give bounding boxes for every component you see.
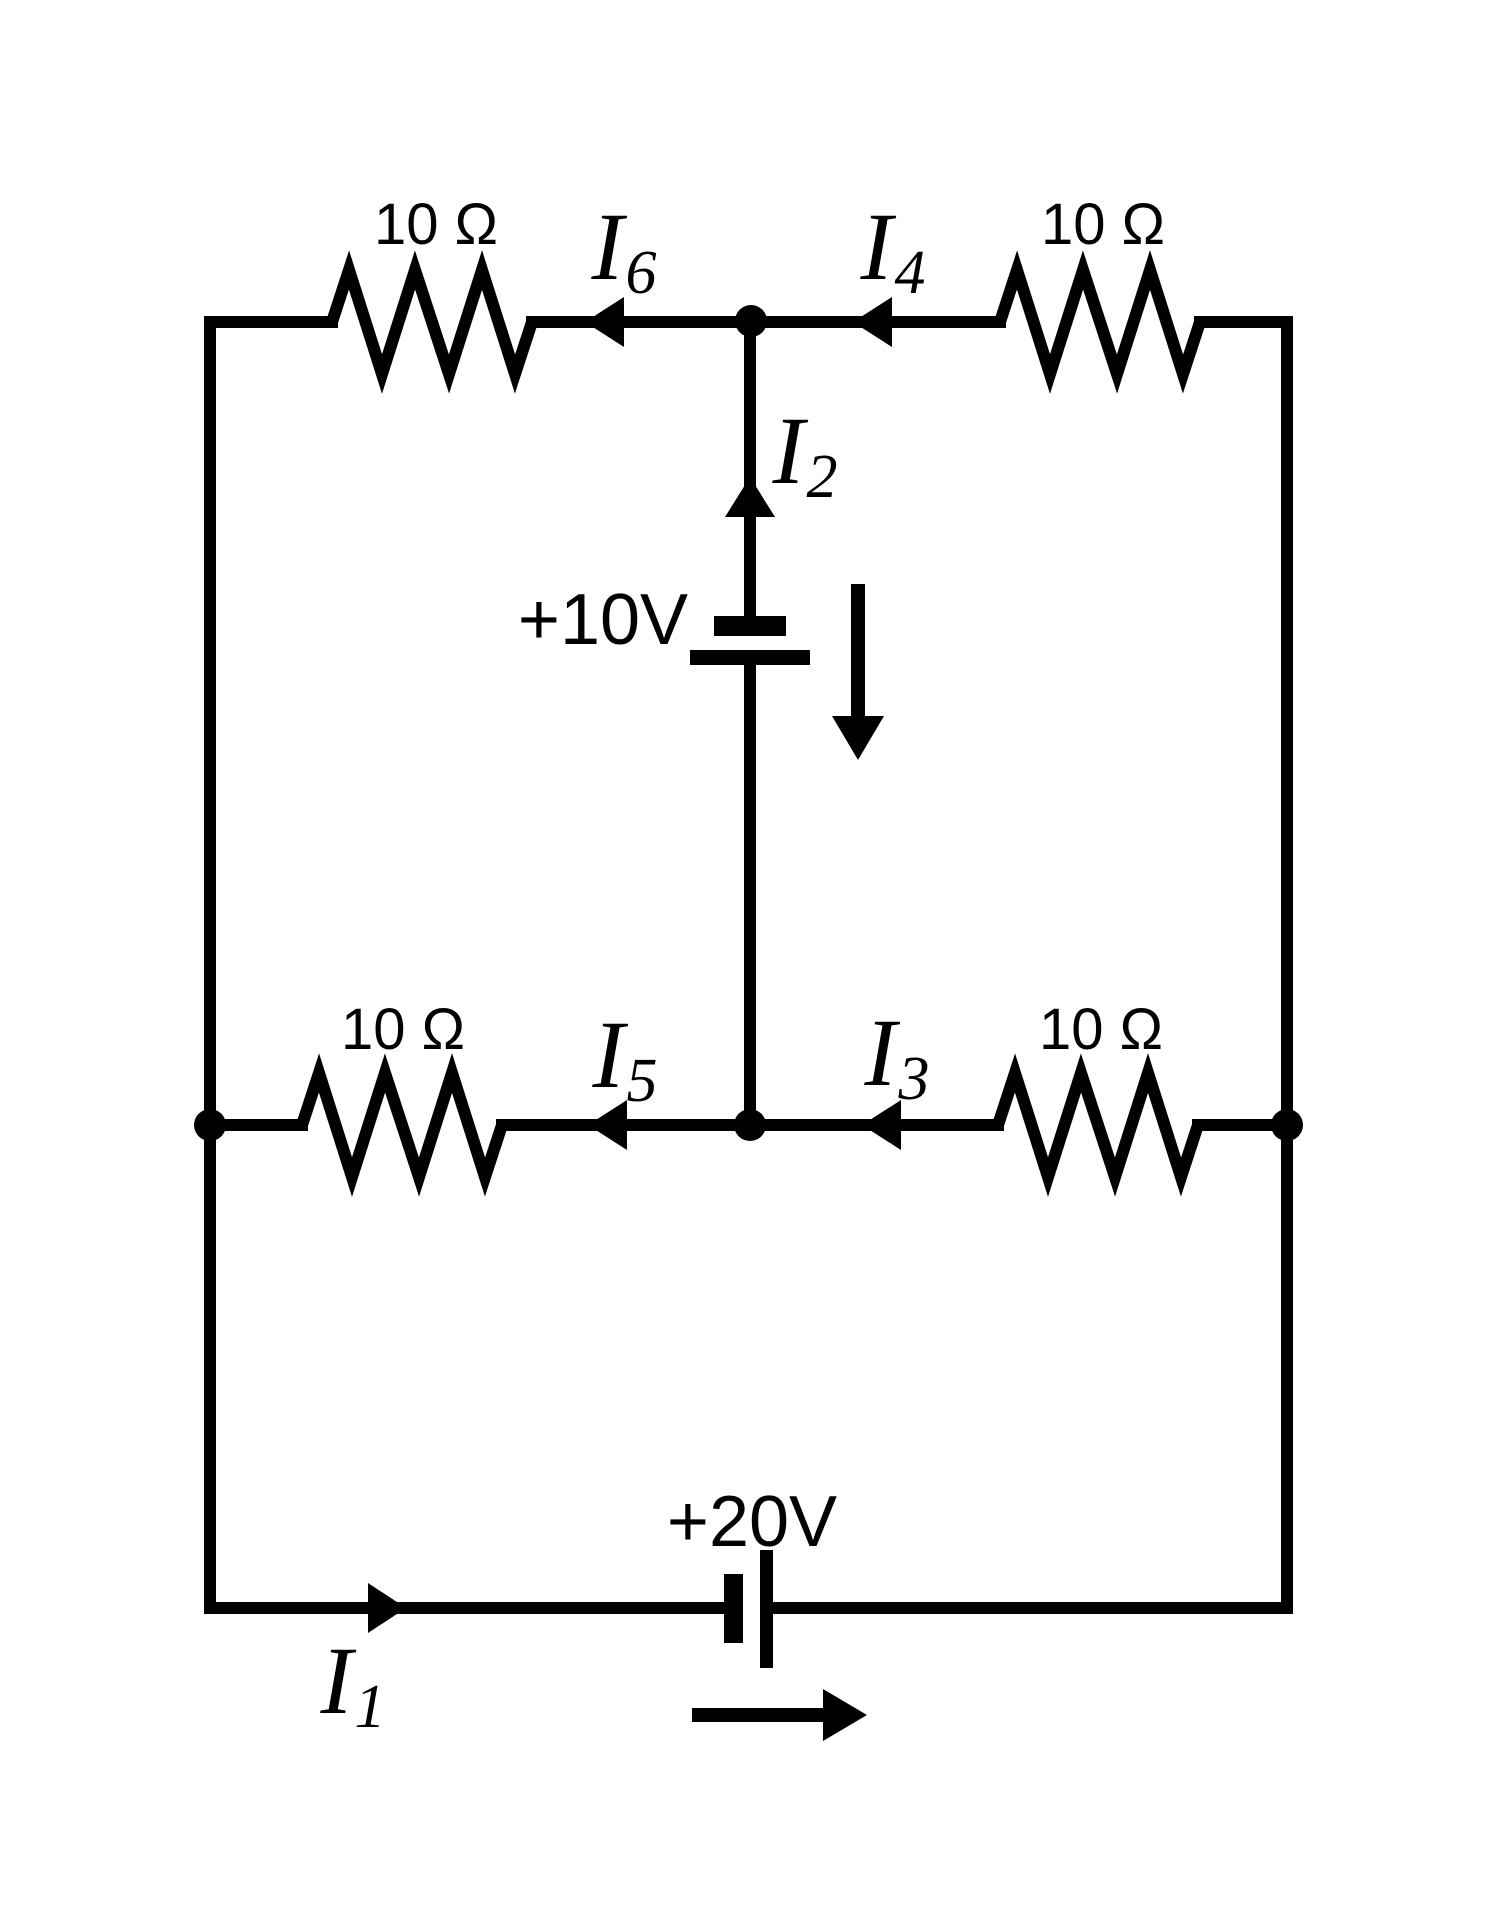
current-symbol: I (864, 999, 897, 1106)
battery-10v-plate-long (690, 650, 810, 665)
current-arrow-i1-icon (368, 1583, 406, 1633)
current-label-i6: I6 (592, 199, 657, 304)
resistor-mid-left (296, 1053, 508, 1197)
node-mid-center (734, 1109, 766, 1141)
battery-20v-label: +20V (666, 1482, 838, 1562)
battery-20v-plate-short (724, 1574, 743, 1643)
current-symbol: I (592, 1001, 625, 1108)
current-subscript: 4 (894, 238, 926, 307)
current-arrow-i4-icon (853, 297, 892, 347)
current-symbol: I (320, 1627, 353, 1734)
source-polarity-arrow-right-icon (692, 1689, 867, 1741)
node-top-center (735, 305, 767, 337)
current-label-i5: I5 (593, 1007, 658, 1112)
current-label-i2: I2 (773, 403, 838, 508)
current-arrow-i2-icon (725, 477, 775, 517)
resistor-label-top-right: 10 Ω (1041, 192, 1165, 257)
current-subscript: 1 (354, 1672, 386, 1741)
resistor-label-top-left: 10 Ω (374, 192, 498, 257)
current-arrow-i6-icon (585, 297, 624, 347)
battery-10v-label: +10V (517, 580, 689, 660)
current-subscript: 3 (898, 1044, 930, 1113)
resistor-mid-right (992, 1053, 1204, 1197)
current-symbol: I (591, 193, 624, 300)
current-arrow-i5-icon (588, 1100, 627, 1150)
battery-10v-plate-short (714, 616, 786, 636)
resistor-label-mid-right: 10 Ω (1039, 997, 1163, 1062)
current-subscript: 6 (625, 238, 657, 307)
current-symbol: I (860, 193, 893, 300)
resistor-top-left (326, 250, 538, 394)
node-mid-right (1271, 1109, 1303, 1141)
current-subscript: 5 (626, 1046, 658, 1115)
current-label-i1: I1 (321, 1633, 386, 1738)
resistor-label-mid-left: 10 Ω (341, 997, 465, 1062)
resistor-top-right (994, 250, 1206, 394)
node-mid-left (194, 1109, 226, 1141)
source-polarity-arrow-down-icon (832, 584, 884, 760)
current-label-i4: I4 (861, 199, 926, 304)
current-label-i3: I3 (865, 1005, 930, 1110)
battery-20v-plate-long (760, 1550, 773, 1668)
current-symbol: I (772, 397, 805, 504)
current-arrow-i3-icon (862, 1100, 901, 1150)
current-subscript: 2 (806, 442, 838, 511)
